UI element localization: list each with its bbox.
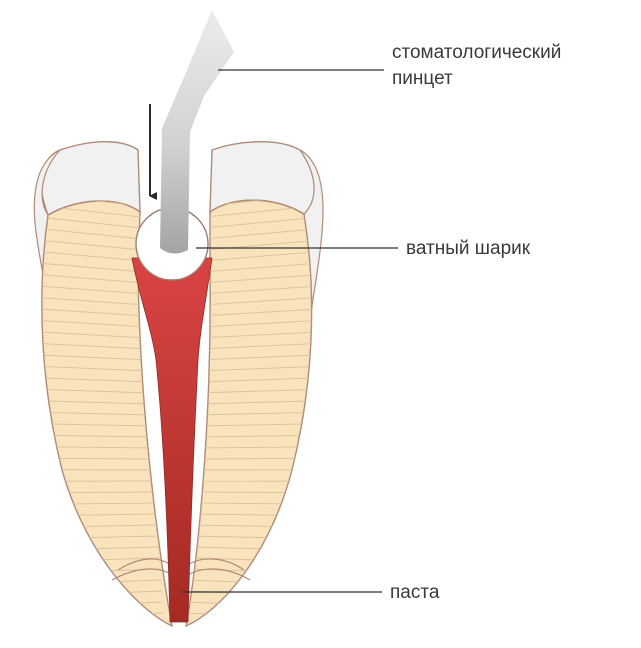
label-dental-tweezers-line1: стоматологический — [392, 40, 561, 66]
dentin-tubule-line — [185, 613, 340, 620]
dentin-tubule-line — [20, 602, 162, 609]
label-dental-tweezers: стоматологический пинцет — [392, 40, 561, 92]
dentin-tubule-line — [184, 624, 340, 632]
label-paste: паста — [390, 580, 439, 606]
label-cotton-ball: ватный шарик — [406, 236, 530, 262]
label-paste-text: паста — [390, 580, 439, 606]
dentin-tubule-line — [20, 613, 163, 620]
dentin-tubule-line — [20, 624, 164, 632]
label-dental-tweezers-line2: пинцет — [392, 66, 561, 92]
label-cotton-ball-text: ватный шарик — [406, 236, 530, 262]
